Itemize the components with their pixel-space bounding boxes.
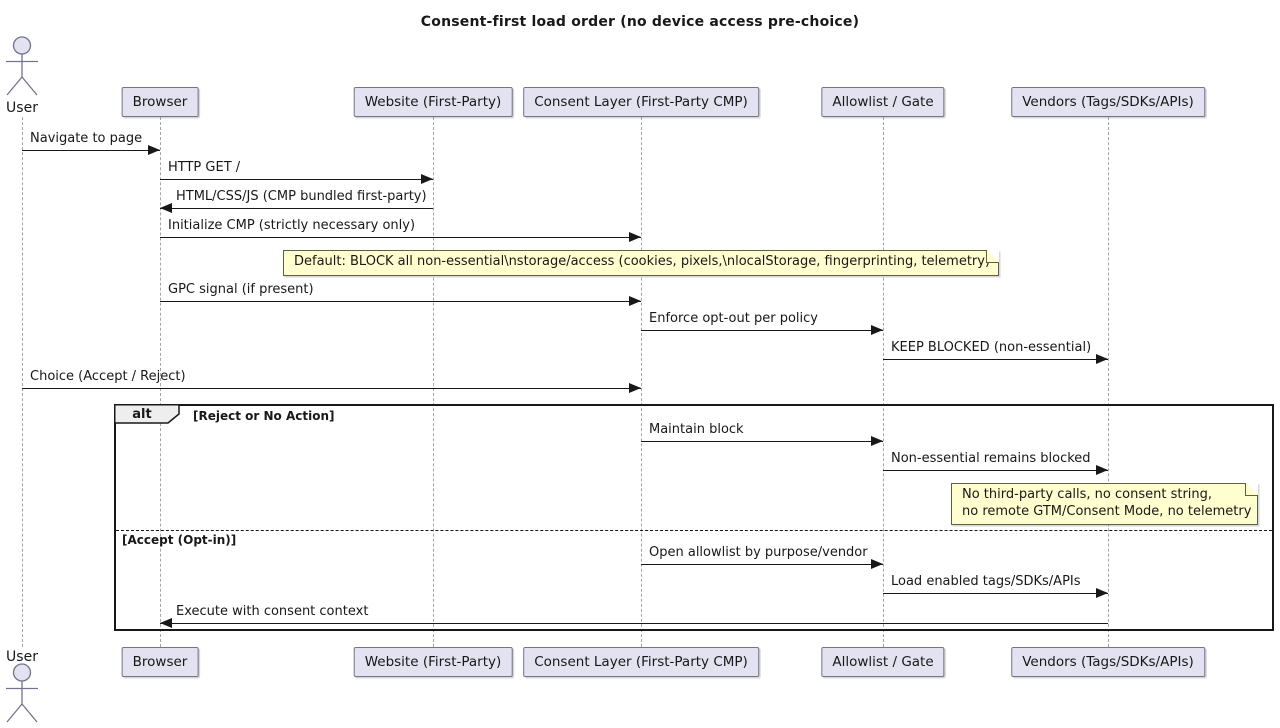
participant-vendors-tags-sdks-apis-bottom: Vendors (Tags/SDKs/APIs)	[1011, 647, 1205, 677]
alt-divider	[116, 530, 1272, 531]
participant-browser-top: Browser	[121, 87, 199, 117]
participant-vendors-tags-sdks-apis-top: Vendors (Tags/SDKs/APIs)	[1011, 87, 1205, 117]
lifeline	[433, 117, 434, 647]
message-arrowhead	[871, 436, 883, 446]
note-2: No third-party calls, no consent string,…	[951, 483, 1258, 525]
message-line-enforce-opt-out-per-policy	[641, 330, 883, 331]
message-line-open-allowlist-by-purpose-vendor	[641, 564, 883, 565]
lifeline	[883, 117, 884, 647]
message-arrowhead	[871, 559, 883, 569]
user-actor-icon	[6, 36, 38, 96]
lifeline	[641, 117, 642, 647]
message-line-html-css-js-cmp-bundled-first-party	[160, 208, 433, 209]
message-label: Choice (Accept / Reject)	[30, 369, 186, 384]
user-actor-label: User	[6, 100, 38, 116]
diagram-title: Consent-first load order (no device acce…	[420, 14, 860, 30]
message-arrowhead	[1096, 465, 1108, 475]
message-line-maintain-block	[641, 441, 883, 442]
message-arrowhead	[421, 174, 433, 184]
alt-operator-label: alt	[132, 407, 152, 422]
alt-condition-accept: [Accept (Opt-in)]	[122, 533, 237, 547]
message-arrowhead	[629, 383, 641, 393]
participant-allowlist-gate-bottom: Allowlist / Gate	[821, 647, 945, 677]
alt-combined-fragment: alt [Reject or No Action] [Accept (Opt-i…	[114, 404, 1274, 631]
participant-allowlist-gate-top: Allowlist / Gate	[821, 87, 945, 117]
message-arrowhead	[629, 232, 641, 242]
message-label: HTML/CSS/JS (CMP bundled first-party)	[176, 189, 427, 204]
participant-browser-bottom: Browser	[121, 647, 199, 677]
lifeline	[1108, 117, 1109, 647]
alt-operator-pentagon	[114, 404, 180, 424]
message-label: Navigate to page	[30, 131, 143, 146]
message-line-gpc-signal-if-present	[160, 301, 641, 302]
message-line-execute-with-consent-context	[160, 623, 1108, 624]
user-actor-label-bottom: User	[6, 649, 38, 665]
alt-condition-reject: [Reject or No Action]	[193, 409, 335, 423]
message-arrowhead	[871, 325, 883, 335]
participant-website-first-party-bottom: Website (First-Party)	[353, 647, 513, 677]
message-label: Open allowlist by purpose/vendor	[649, 545, 868, 560]
lifeline	[160, 117, 161, 647]
message-label: Maintain block	[649, 422, 744, 437]
message-arrowhead	[629, 296, 641, 306]
message-label: Enforce opt-out per policy	[649, 311, 818, 326]
note-text: Default: BLOCK all non-essential\nstorag…	[294, 254, 991, 269]
participant-consent-layer-first-party-cmp-top: Consent Layer (First-Party CMP)	[523, 87, 759, 117]
message-label: Non-essential remains blocked	[891, 451, 1091, 466]
note-text: No third-party calls, no consent string,…	[962, 487, 1252, 519]
message-line-load-enabled-tags-sdks-apis	[883, 593, 1108, 594]
message-line-choice-accept-reject	[22, 388, 641, 389]
message-label: Load enabled tags/SDKs/APIs	[891, 574, 1081, 589]
participant-website-first-party-top: Website (First-Party)	[353, 87, 513, 117]
message-arrowhead	[160, 618, 172, 628]
lifeline	[22, 117, 23, 647]
message-line-navigate-to-page	[22, 150, 160, 151]
message-label: Execute with consent context	[176, 604, 369, 619]
message-label: Initialize CMP (strictly necessary only)	[168, 218, 416, 233]
participant-consent-layer-first-party-cmp-bottom: Consent Layer (First-Party CMP)	[523, 647, 759, 677]
note-1: Default: BLOCK all non-essential\nstorag…	[283, 250, 999, 276]
note-fold-corner	[986, 250, 999, 263]
message-label: KEEP BLOCKED (non-essential)	[891, 340, 1092, 355]
message-arrowhead	[1096, 588, 1108, 598]
message-arrowhead	[160, 203, 172, 213]
note-fold-corner	[1245, 483, 1258, 496]
message-line-http-get	[160, 179, 433, 180]
message-label: GPC signal (if present)	[168, 282, 314, 297]
message-line-keep-blocked-non-essential	[883, 359, 1108, 360]
message-line-non-essential-remains-blocked	[883, 470, 1108, 471]
message-line-initialize-cmp-strictly-necessary-only	[160, 237, 641, 238]
user-actor-icon-bottom	[6, 663, 38, 723]
message-label: HTTP GET /	[168, 160, 241, 175]
message-arrowhead	[148, 145, 160, 155]
message-arrowhead	[1096, 354, 1108, 364]
